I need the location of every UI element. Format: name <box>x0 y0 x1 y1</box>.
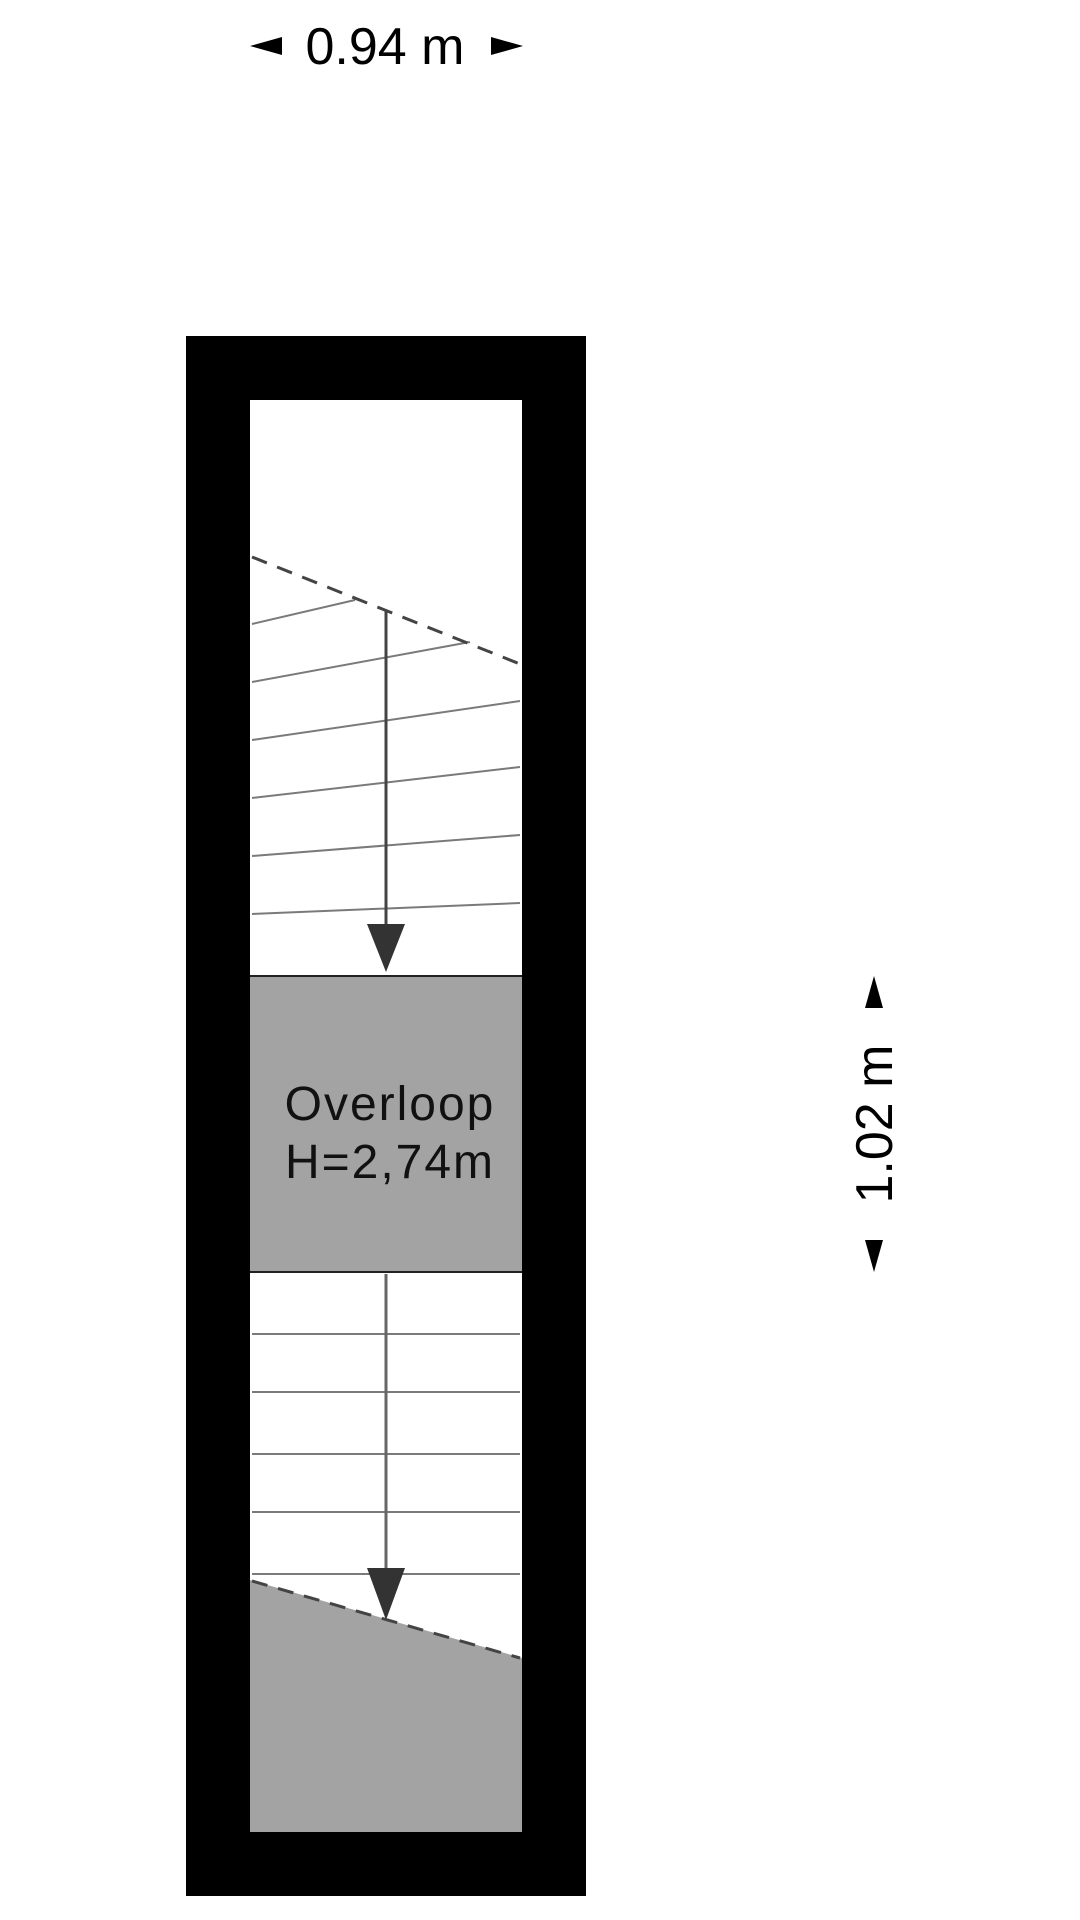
upper-walk-direction-arrow <box>367 610 405 972</box>
depth-label: 1.02 m <box>846 1045 904 1204</box>
depth-arrow-down-icon <box>865 1240 883 1272</box>
room-height: H=2,74m <box>285 1136 495 1189</box>
depth-dimension: 1.02 m <box>846 976 904 1272</box>
width-arrow-left-icon <box>250 37 282 55</box>
lower-walk-direction-arrow <box>367 1274 405 1620</box>
arrow-down-icon <box>367 924 405 972</box>
landing-area <box>250 976 522 1272</box>
arrow-down-icon <box>367 1568 405 1620</box>
lower-stair-cut-line <box>251 1579 521 1660</box>
width-dimension: 0.94 m <box>250 18 523 76</box>
width-arrow-right-icon <box>491 37 523 55</box>
lower-stair-cut-area <box>250 1580 522 1832</box>
depth-arrow-up-icon <box>865 976 883 1008</box>
room-name: Overloop <box>285 1078 496 1131</box>
width-label: 0.94 m <box>306 18 465 76</box>
